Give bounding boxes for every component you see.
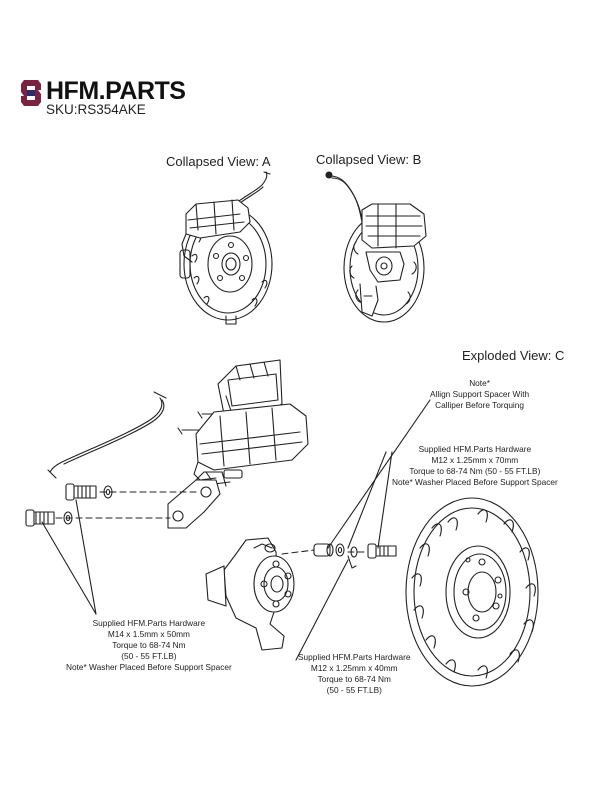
collapsed-view-a-title: Collapsed View: A: [166, 154, 271, 169]
note-m14-50-line-3: Torque to 68-74 Nm: [112, 640, 186, 650]
note-m14-50-line-2: M14 x 1.5mm x 50mm: [107, 629, 190, 639]
note-m14-50-line-1: Supplied HFM.Parts Hardware: [92, 618, 206, 628]
note-m12-40-line-1: Supplied HFM.Parts Hardware: [298, 652, 411, 662]
note-m12-70-line-1: Supplied HFM.Parts Hardware: [418, 444, 532, 454]
note-align-line-2: Allign Support Spacer With: [430, 389, 530, 399]
note-m12-70-line-3: Torque to 68-74 Nm (50 - 55 FT.LB): [409, 466, 541, 476]
note-align-line-1: Note*: [469, 378, 490, 388]
note-m12-70-line-2: M12 x 1.25mm x 70mm: [431, 455, 519, 465]
note-hardware-m12-40: Supplied HFM.Parts Hardware M12 x 1.25mm…: [298, 652, 411, 696]
note-hardware-m12-70: Supplied HFM.Parts Hardware M12 x 1.25mm…: [392, 444, 558, 488]
note-hardware-m14-50: Supplied HFM.Parts Hardware M14 x 1.5mm …: [66, 618, 232, 673]
brand-name: HFM.PARTS: [46, 77, 186, 105]
note-m12-40-line-2: M12 x 1.25mm x 40mm: [310, 663, 398, 673]
exploded-view-c-drawing: [25, 359, 539, 687]
note-m12-40-line-3: Torque to 68-74 Nm: [317, 674, 391, 684]
note-align-spacer: Note* Allign Support Spacer With Callipe…: [430, 378, 529, 411]
collapsed-view-b-title: Collapsed View: B: [316, 152, 422, 167]
note-m14-50-line-4: (50 - 55 FT.LB): [121, 651, 177, 661]
hfm-logo-icon: [21, 80, 41, 106]
collapsed-view-b-drawing: [325, 171, 427, 323]
note-m12-40-line-4: (50 - 55 FT.LB): [326, 685, 382, 695]
exploded-view-c-title: Exploded View: C: [462, 348, 565, 363]
note-align-line-3: Calliper Before Torquing: [435, 400, 524, 410]
sku-label: SKU:RS354AKE: [46, 102, 146, 117]
collapsed-view-a-drawing: [179, 171, 273, 325]
note-m12-70-line-4: Note* Washer Placed Before Support Space…: [392, 477, 558, 487]
note-m14-50-line-5: Note* Washer Placed Before Support Space…: [66, 662, 232, 672]
